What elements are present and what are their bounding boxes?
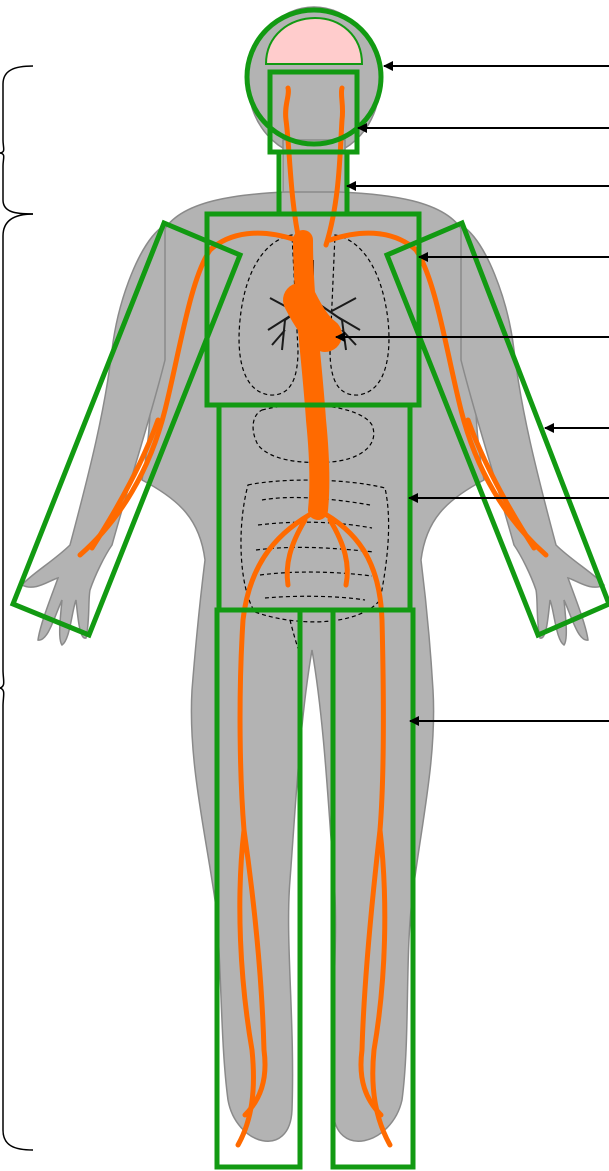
heart-shape bbox=[300, 300, 325, 335]
left-arm-shape bbox=[22, 225, 165, 645]
brace-middle bbox=[0, 153, 33, 214]
brace-torso bbox=[0, 214, 33, 688]
right-arm-shape bbox=[461, 225, 604, 645]
brace-upper bbox=[0, 66, 33, 153]
brace-lower bbox=[0, 688, 33, 1150]
body-silhouette bbox=[22, 7, 604, 1141]
